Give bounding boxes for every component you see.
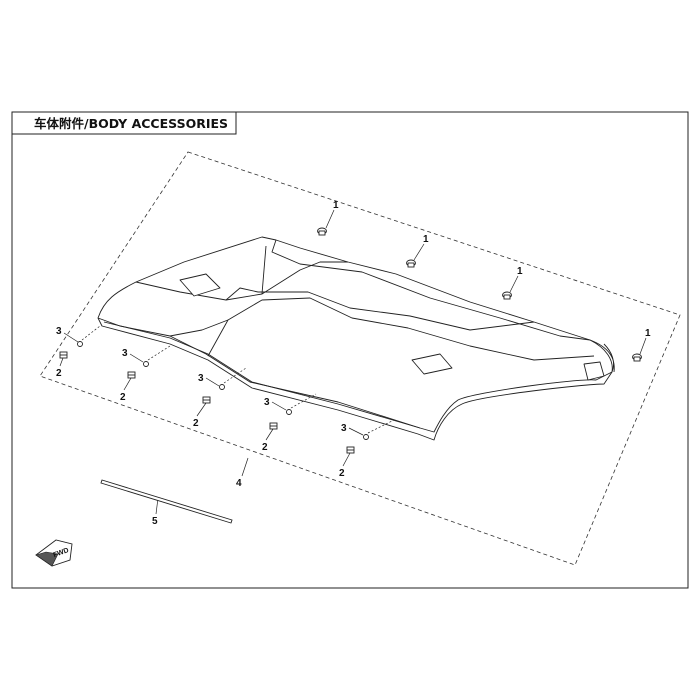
callout-2: 2 bbox=[120, 392, 126, 403]
bolt bbox=[317, 227, 327, 236]
fwd-arrow: FWD bbox=[35, 539, 73, 567]
callout-1: 1 bbox=[645, 328, 651, 339]
clip-nut bbox=[59, 351, 68, 359]
callout-3: 3 bbox=[56, 326, 62, 337]
roof-pocket-right bbox=[411, 353, 453, 375]
title-box: 车体附件/BODY ACCESSORIES bbox=[12, 111, 237, 135]
bolts-part-1 bbox=[317, 227, 642, 362]
bolt bbox=[632, 353, 642, 362]
callout-2: 2 bbox=[339, 468, 345, 479]
weather-strip bbox=[100, 479, 233, 524]
roof-outline bbox=[97, 236, 613, 433]
screw bbox=[219, 384, 225, 390]
callout-5: 5 bbox=[152, 516, 158, 527]
roof-crease bbox=[169, 319, 229, 337]
callout-3: 3 bbox=[341, 423, 347, 434]
callout-1: 1 bbox=[517, 266, 523, 277]
roof-front-lip-inner bbox=[103, 321, 421, 429]
fasteners-part-2-3 bbox=[59, 341, 369, 454]
callout-3: 3 bbox=[198, 373, 204, 384]
roof-rib-center bbox=[225, 287, 535, 331]
callout-3: 3 bbox=[122, 348, 128, 359]
roof-front-lip bbox=[97, 317, 613, 441]
callout-4: 4 bbox=[236, 478, 242, 489]
callout-1: 1 bbox=[333, 200, 339, 211]
roof-channel bbox=[207, 297, 595, 361]
assembly-boundary bbox=[39, 151, 681, 566]
screw bbox=[143, 361, 149, 367]
callout-3: 3 bbox=[264, 397, 270, 408]
screw bbox=[77, 341, 83, 347]
clip-nut bbox=[269, 422, 278, 430]
clip-nut bbox=[346, 446, 355, 454]
roof-panel bbox=[97, 236, 615, 441]
roof-rear-crease bbox=[271, 239, 591, 341]
bolt bbox=[406, 259, 416, 268]
clip-nut bbox=[127, 371, 136, 379]
callout-2: 2 bbox=[193, 418, 199, 429]
callout-labels: 1 1 1 1 2 2 2 2 2 3 3 3 3 3 4 5 bbox=[56, 200, 651, 527]
leader-lines bbox=[59, 209, 647, 515]
bolt bbox=[502, 291, 512, 300]
callout-1: 1 bbox=[423, 234, 429, 245]
screw bbox=[286, 409, 292, 415]
callout-2: 2 bbox=[262, 442, 268, 453]
roof-rib-right bbox=[261, 261, 348, 295]
roof-rear-tab bbox=[583, 361, 605, 381]
diagram-border bbox=[11, 111, 689, 589]
roof-right-end bbox=[589, 339, 615, 373]
page-title: 车体附件/BODY ACCESSORIES bbox=[34, 116, 228, 131]
screw bbox=[363, 434, 369, 440]
roof-pocket-left bbox=[179, 273, 221, 297]
clip-nut bbox=[202, 396, 211, 404]
callout-2: 2 bbox=[56, 368, 62, 379]
